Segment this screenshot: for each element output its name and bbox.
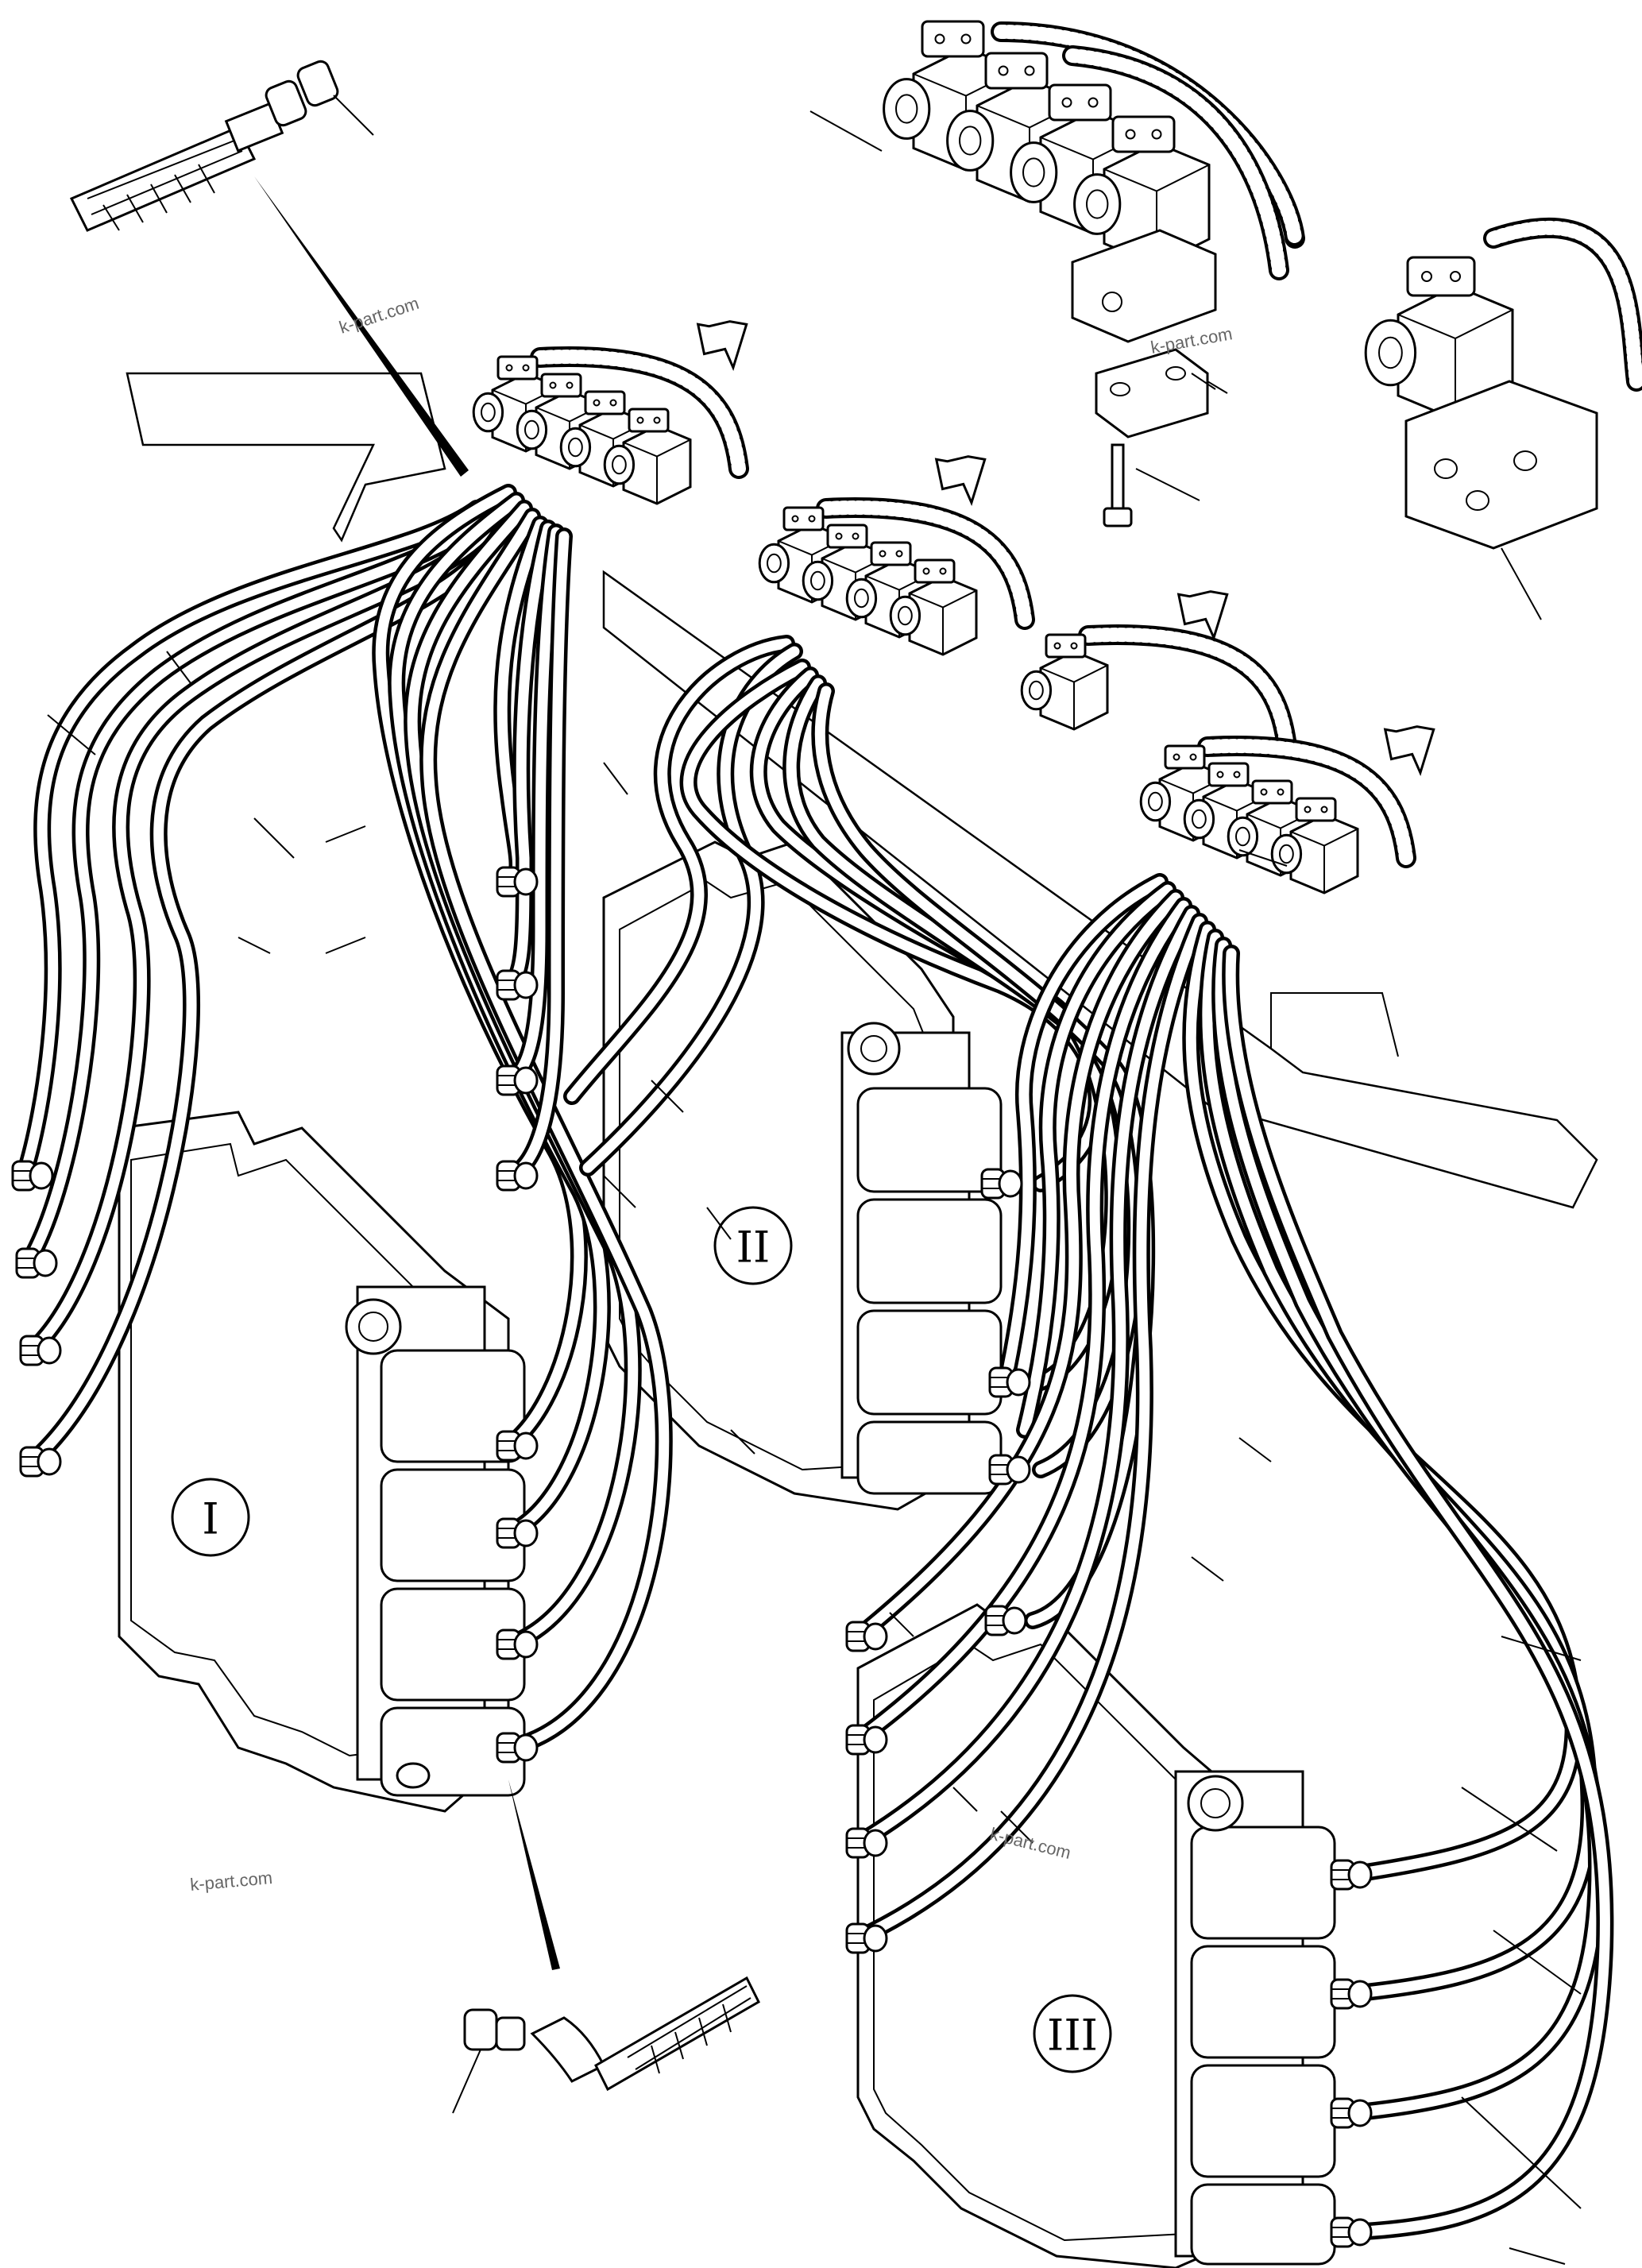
mounting-plates [126, 372, 1598, 1209]
elbow-fitting [988, 1454, 1031, 1486]
elbow-fitting [496, 1629, 539, 1660]
cable-conduit-rib [819, 500, 1032, 627]
hydraulic-hose-bore [852, 916, 1205, 1944]
block-label-3: III [1047, 2011, 1098, 2061]
solenoid-stack [472, 346, 749, 505]
solenoid-valve [1020, 633, 1109, 731]
single-solenoid-detail [1364, 217, 1642, 550]
hydraulic-hose-bore [852, 908, 1197, 1849]
solenoid-stack [1139, 736, 1416, 894]
solenoid-valve [889, 558, 978, 656]
hydraulic-hose-bore [503, 531, 570, 1181]
solenoid-stack-detail [883, 20, 1305, 343]
hydraulic-hose-bore [22, 511, 490, 1269]
elbow-fitting [984, 1605, 1027, 1636]
direction-arrows [696, 320, 1435, 777]
elbow-fitting [980, 1168, 1023, 1200]
hydraulic-hose-bore [1019, 884, 1173, 1435]
hydraulic-hoses [15, 484, 1614, 2241]
elbow-fitting [988, 1366, 1031, 1398]
solenoid-stack [758, 497, 1035, 656]
spool-section [380, 1349, 526, 1797]
solenoid-valve-stacks [472, 20, 1642, 894]
hydraulic-hose-bore [503, 527, 562, 1086]
hydraulic-hose-bore [18, 503, 482, 1181]
spool-section [856, 1087, 1003, 1495]
arrow-2 [934, 455, 987, 507]
block-label-2: II [736, 1223, 771, 1273]
elbow-fitting [845, 1827, 888, 1859]
hydraulic-hose-bore [1003, 876, 1165, 1372]
cable-conduit-rib [1081, 628, 1294, 754]
hydraulic-hose-bore [814, 686, 1152, 1626]
watermark: k-part.com [189, 1868, 273, 1895]
watermark: k-part.com [337, 293, 422, 338]
cable-conduit [1078, 624, 1297, 757]
elbow-fitting [845, 1724, 888, 1756]
detail-straight-hose [69, 60, 469, 477]
elbow-fitting [1330, 2097, 1373, 2129]
cable-conduit-rib [1486, 220, 1642, 388]
hydraulic-hose-bore [503, 523, 554, 991]
elbow-fitting [496, 1517, 539, 1549]
arrow-1 [696, 320, 748, 372]
cable-conduit [1483, 217, 1642, 392]
elbow-fitting [19, 1335, 62, 1366]
valve-block-1: I [118, 1111, 526, 1813]
solenoid-stack [1020, 624, 1297, 757]
elbow-fitting [496, 1430, 539, 1462]
hose-fittings [11, 866, 1373, 2248]
elbow-fitting [11, 1160, 54, 1192]
valve-block-2: II [602, 840, 1003, 1511]
elbow-fitting [496, 1064, 539, 1096]
detail-spacer-and-bolt [1095, 348, 1228, 527]
elbow-fitting [1330, 2216, 1373, 2248]
detail-elbow-hose [452, 1779, 760, 2114]
elbow-fitting [496, 1732, 539, 1764]
hydraulic-hose-bore [423, 511, 670, 1753]
leader-lines [47, 110, 1582, 2265]
hydraulic-hose-bore [566, 638, 792, 1102]
arrow-3 [1176, 590, 1229, 642]
cable-conduit-rib [1200, 739, 1413, 865]
elbow-fitting [496, 1160, 539, 1192]
arrow-4 [1383, 725, 1435, 777]
elbow-fitting [845, 1922, 888, 1954]
hydraulic-hose-bore [1225, 948, 1610, 2238]
hydraulic-hose-bore [852, 892, 1181, 1642]
elbow-fitting [845, 1621, 888, 1652]
block-label-1: I [202, 1494, 218, 1544]
hydraulic-hose-bore [26, 519, 498, 1356]
elbow-fitting [15, 1247, 58, 1279]
elbow-fitting [496, 969, 539, 1001]
elbow-fitting [19, 1446, 62, 1478]
spool-section [1190, 1826, 1336, 2266]
elbow-fitting [1330, 1978, 1373, 2010]
hydraulic-hose-bore [1202, 932, 1595, 1999]
solenoid-valve [603, 408, 692, 505]
hydraulic-hose-bore [26, 527, 506, 1467]
cable-conduit-rib [533, 350, 746, 476]
elbow-fitting [496, 866, 539, 898]
elbow-fitting [1330, 1859, 1373, 1891]
cable-conduit-rib [1065, 48, 1286, 277]
